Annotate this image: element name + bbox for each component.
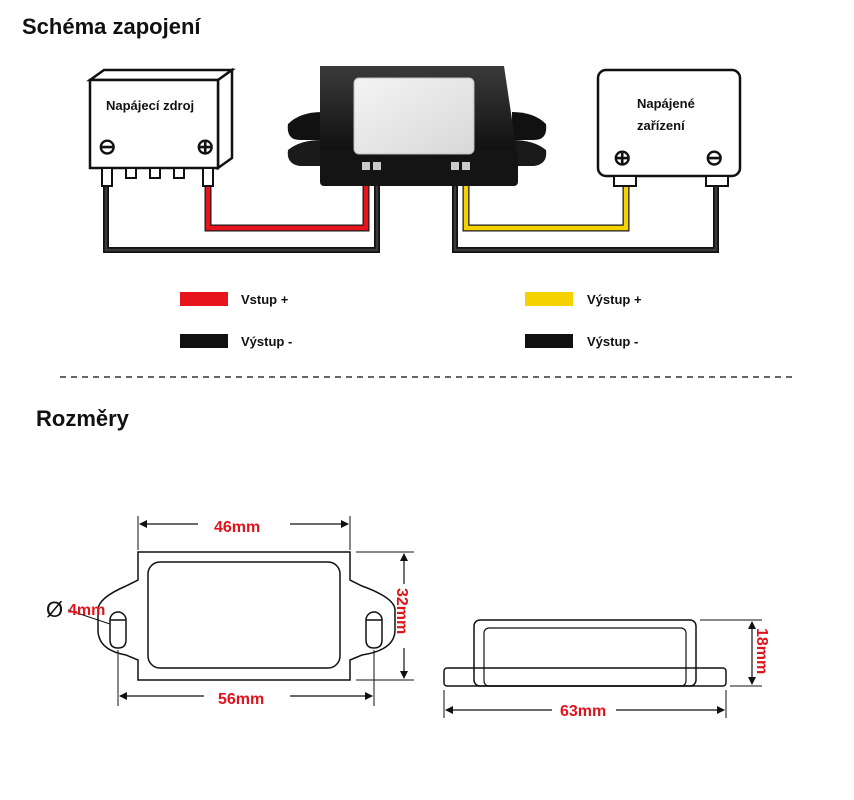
legend-label-output-minus-right: Výstup - [587,334,638,349]
power-source: Napájecí zdroj ⊖ ⊕ [86,67,236,187]
legend-swatch-yellow [525,292,573,306]
top-view-drawing [67,516,414,706]
legend-label-output-minus-left: Výstup - [241,334,292,349]
legend-label-output-plus: Výstup + [587,292,642,307]
dimensions-title: Rozměry [36,406,129,431]
wires [103,168,719,253]
legend-label-input-plus: Vstup + [241,292,289,307]
legend-swatch-black-left [180,334,228,348]
device-plus-icon: ⊕ [613,145,631,170]
legend-swatch-red [180,292,228,306]
dim-hole-label: 4mm [68,602,105,619]
device-minus-icon: ⊖ [705,145,723,170]
powered-device: Napájené zařízení ⊕ ⊖ [596,68,742,187]
dim-side-height-label: 18mm [753,628,770,674]
dim-width-top-label: 46mm [214,519,260,536]
legend-swatch-black-right [525,334,573,348]
device-label-line2: zařízení [637,118,685,133]
diameter-symbol: Ø [46,597,63,622]
dim-height-label: 32mm [393,588,410,634]
device-label-line1: Napájené [637,96,695,111]
converter-module [287,66,547,186]
source-minus-icon: ⊖ [98,134,116,159]
source-plus-icon: ⊕ [196,134,214,159]
top-view-arrowheads [119,520,408,700]
side-view-arrowheads [445,621,756,714]
wiring-title: Schéma zapojení [22,14,201,39]
dim-width-bottom-label: 56mm [218,691,264,708]
wire-legend: Vstup + Výstup - Výstup + Výstup - [180,292,642,349]
source-label: Napájecí zdroj [106,98,194,113]
side-view-drawing [443,619,762,718]
dim-side-length-label: 63mm [560,703,606,720]
